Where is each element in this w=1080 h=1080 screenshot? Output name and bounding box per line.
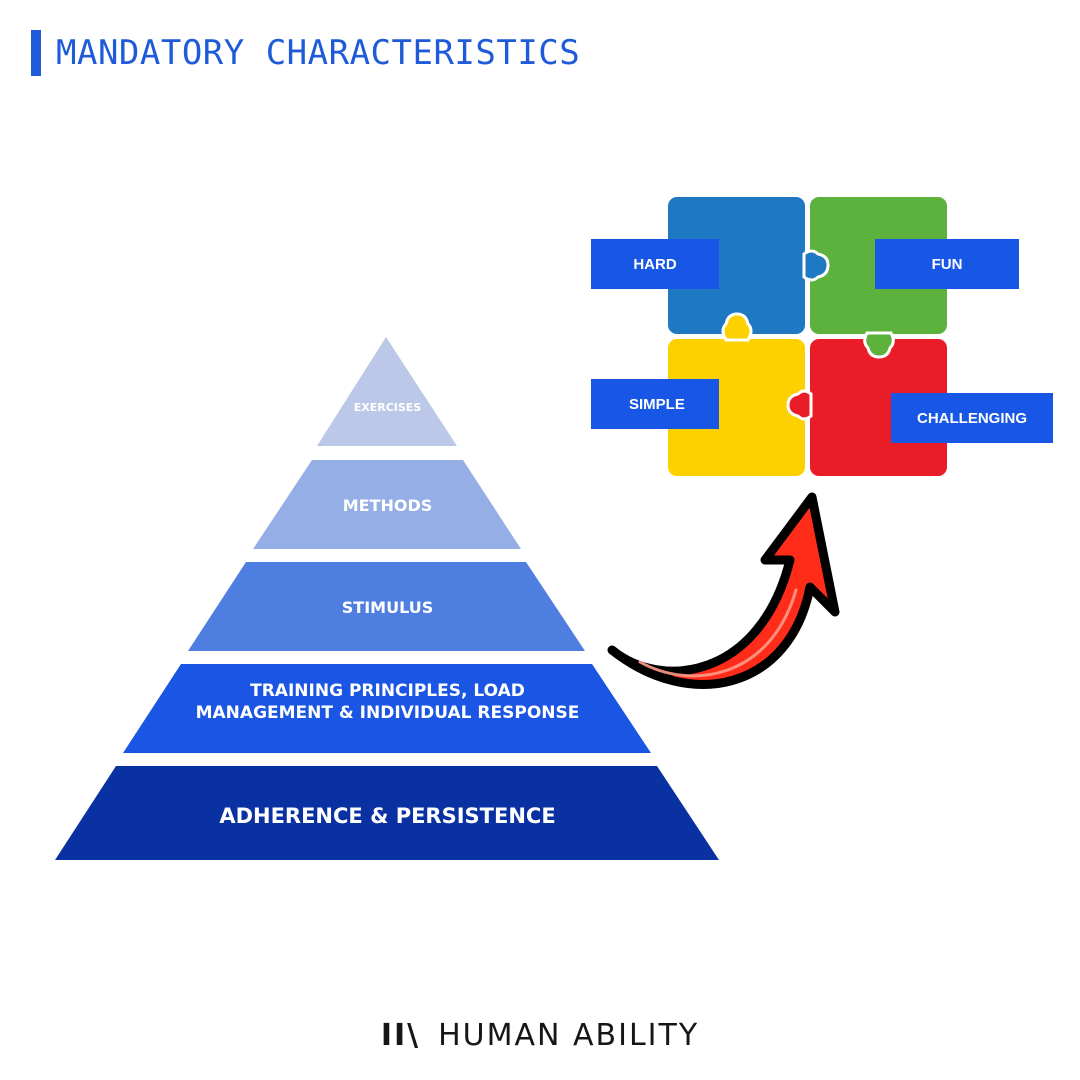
pyramid-tier-5 <box>55 766 719 860</box>
puzzle-knob-blue <box>802 249 830 282</box>
puzzle-piece-yellow <box>668 339 805 476</box>
puzzle-knob-yellow <box>721 312 753 342</box>
tier-label-adherence: ADHERENCE & PERSISTENCE <box>219 804 556 828</box>
puzzle-knob-green <box>863 331 895 359</box>
tier-label-stimulus: STIMULUS <box>341 598 434 617</box>
tier-label-methods: METHODS <box>342 496 433 515</box>
puzzle-label-challenging: CHALLENGING <box>891 393 1053 443</box>
pyramid-tier-1 <box>317 337 457 446</box>
puzzle-piece-blue <box>668 197 805 334</box>
tier-label-training-principles: TRAINING PRINCIPLES, LOAD MANAGEMENT & I… <box>195 681 580 724</box>
puzzle-label-hard: HARD <box>591 239 719 289</box>
pyramid-tier-4 <box>123 664 651 753</box>
puzzle-label-simple: SIMPLE <box>591 379 719 429</box>
brand-name: HUMAN ABILITY <box>438 1018 700 1053</box>
human-ability-logo-icon: II\ <box>380 1018 421 1053</box>
pyramid-tier-2 <box>253 460 521 549</box>
arrow-body <box>607 492 840 689</box>
pyramid-tier-3 <box>188 562 585 651</box>
curved-arrow-icon <box>607 492 840 689</box>
puzzle-label-fun: FUN <box>875 239 1019 289</box>
title-accent-bar <box>31 30 41 76</box>
arrow-highlight <box>638 588 798 678</box>
brand-footer: II\ HUMAN ABILITY <box>0 1018 1080 1053</box>
tier-label-exercises: EXERCISES <box>353 401 422 414</box>
page-title: MANDATORY CHARACTERISTICS <box>56 33 581 73</box>
puzzle-knob-red <box>786 389 813 421</box>
